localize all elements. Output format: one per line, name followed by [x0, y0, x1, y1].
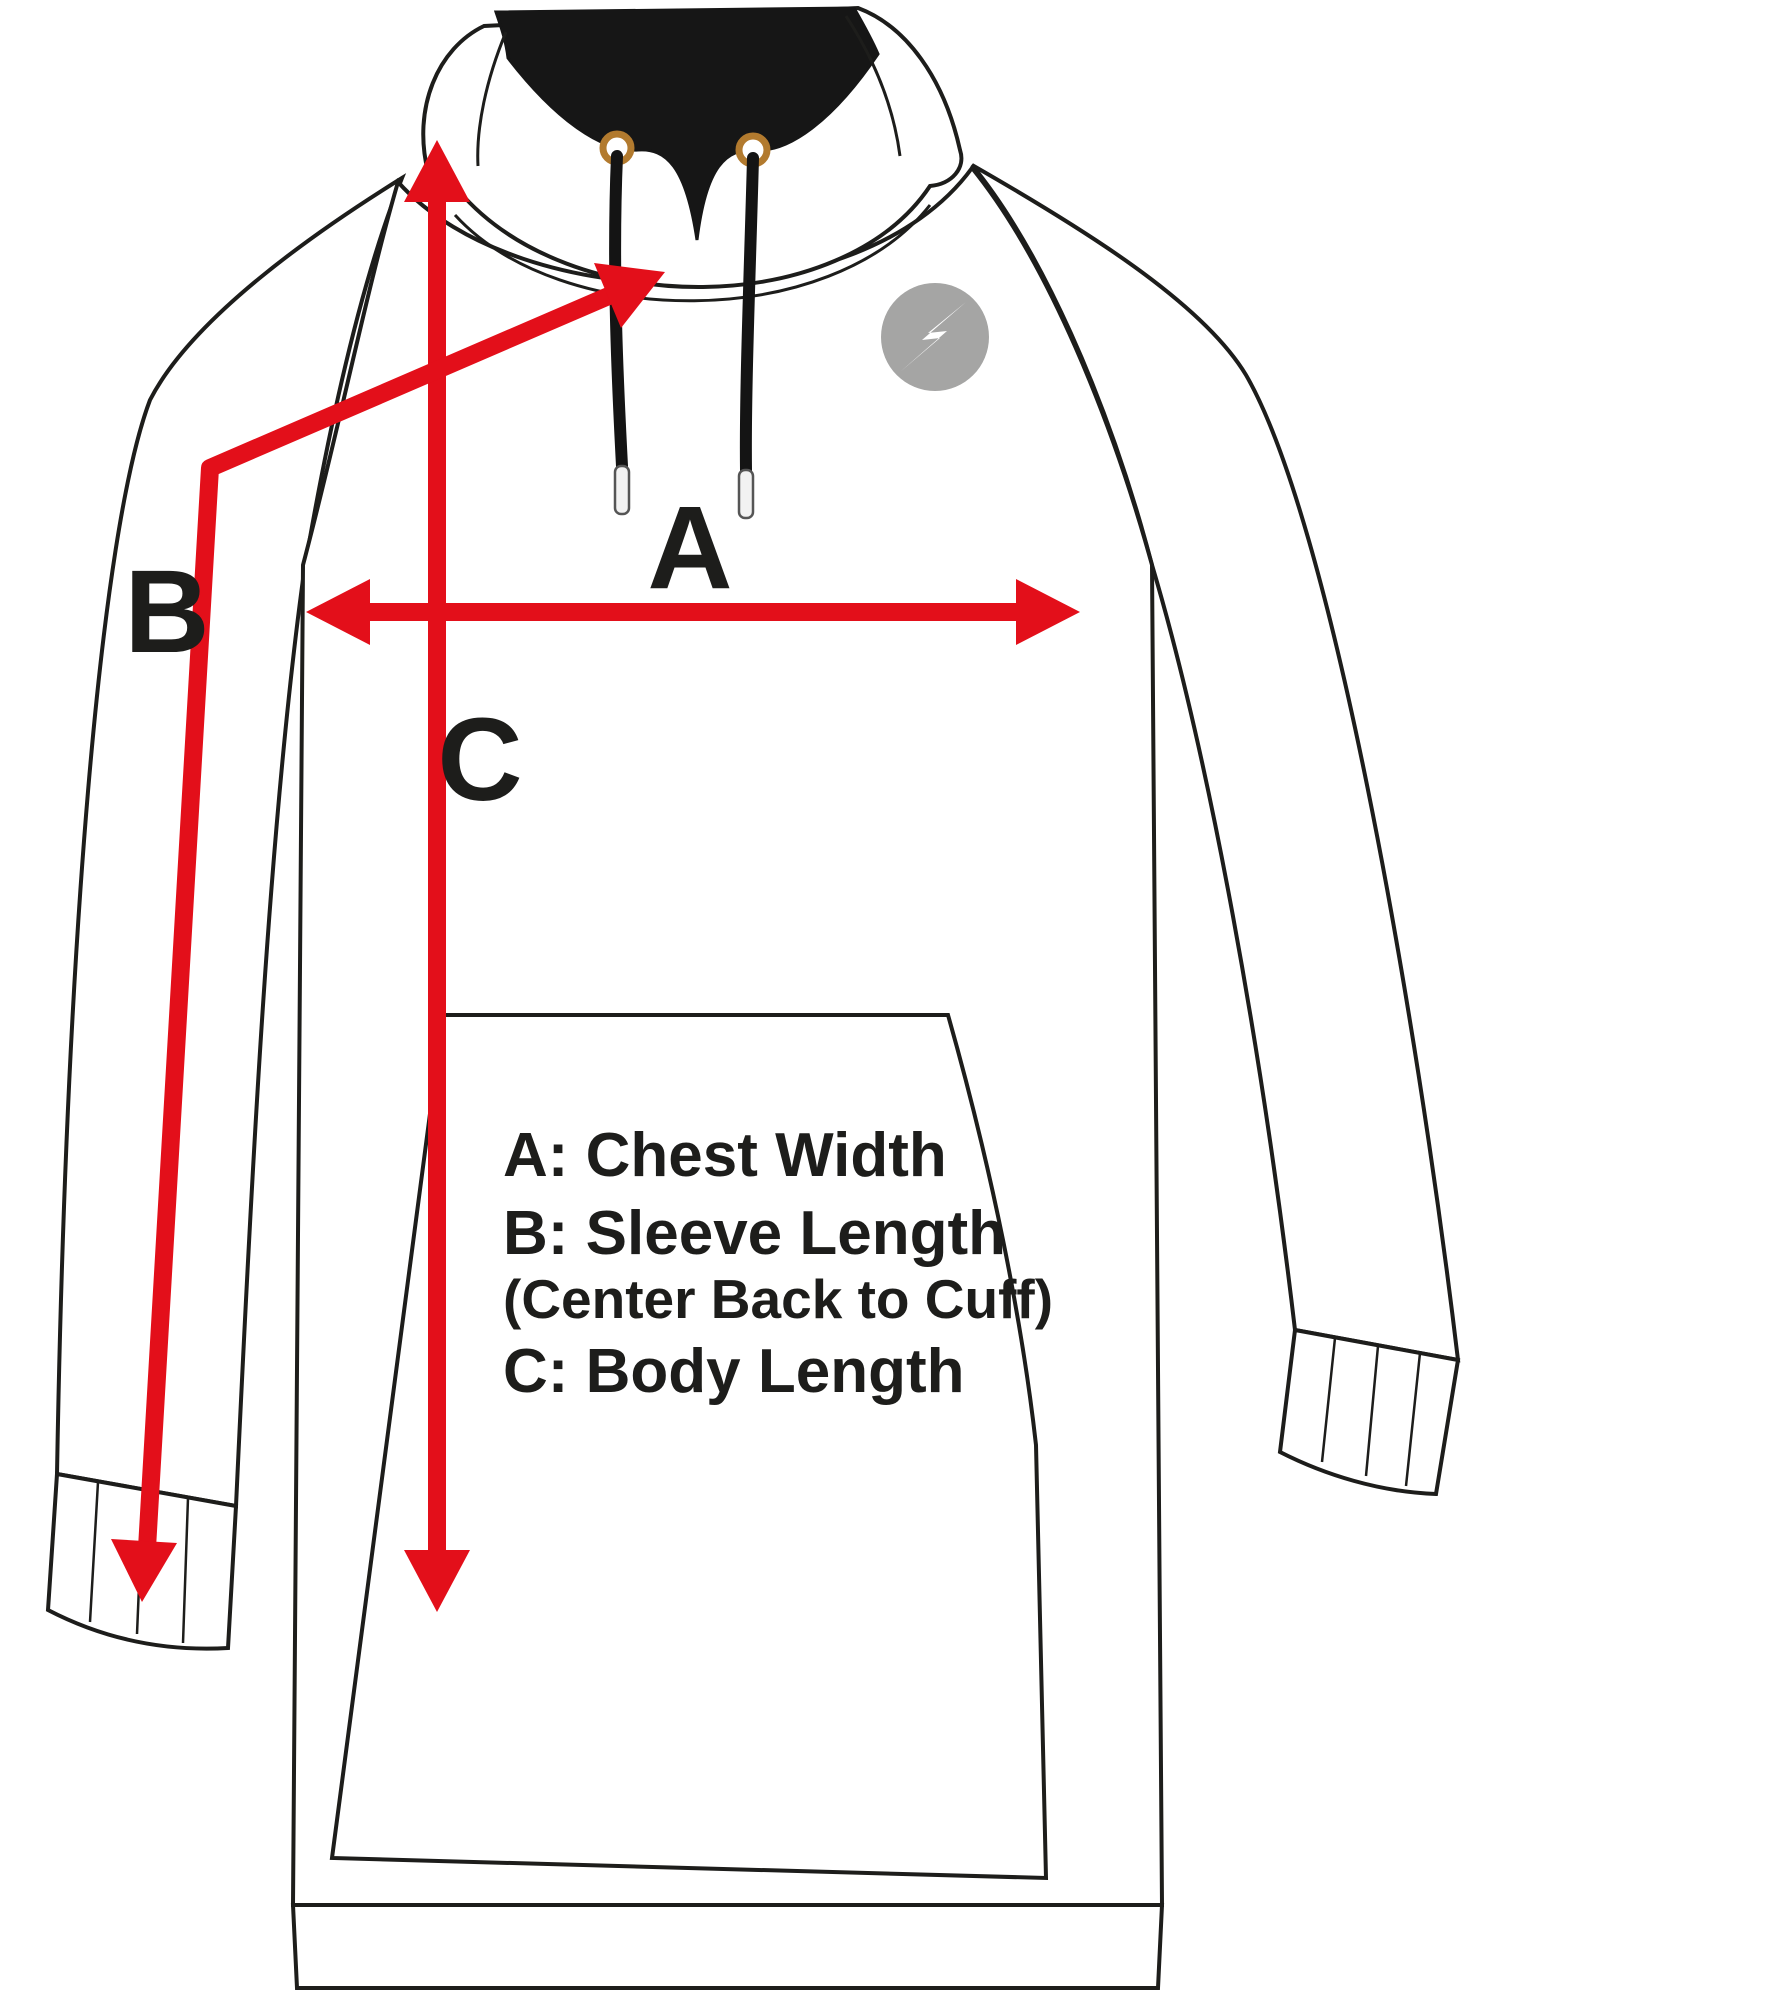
- hood-rim-seam-right: [844, 15, 902, 157]
- brand-logo-glyph-icon: [900, 302, 966, 372]
- measure-label-b: B: [124, 546, 209, 678]
- hood-rim-seam-left: [476, 31, 508, 167]
- legend-chest-width: A: Chest Width: [503, 1121, 947, 1190]
- legend-sleeve-length: B: Sleeve Length: [503, 1199, 1006, 1268]
- drawstring-right: [739, 152, 759, 476]
- right-cuff-ribs: [1320, 1337, 1422, 1487]
- collar-fold-line: [453, 204, 932, 303]
- measurement-arrows: [111, 140, 1080, 1612]
- hoodie-illustration: [45, 5, 1461, 1990]
- right-cuff: [1277, 1327, 1461, 1497]
- legend-sleeve-length-note: (Center Back to Cuff): [503, 1268, 1053, 1330]
- kangaroo-pocket: [329, 1013, 1049, 1881]
- arrow-a-chest-width: [306, 579, 1080, 645]
- arrow-b-sleeve-length: [111, 263, 665, 1602]
- hem-band: [290, 1903, 1165, 1990]
- aglet-left: [613, 464, 631, 516]
- arrow-c-body-length: [404, 140, 470, 1612]
- legend: A: Chest Width B: Sleeve Length (Center …: [503, 1121, 1053, 1406]
- legend-body-length: C: Body Length: [503, 1337, 965, 1406]
- measure-label-c: C: [437, 694, 522, 826]
- measure-label-a: A: [647, 482, 732, 614]
- aglet-right: [737, 468, 755, 520]
- hood-lining: [493, 6, 880, 241]
- drawstring-left: [609, 150, 628, 472]
